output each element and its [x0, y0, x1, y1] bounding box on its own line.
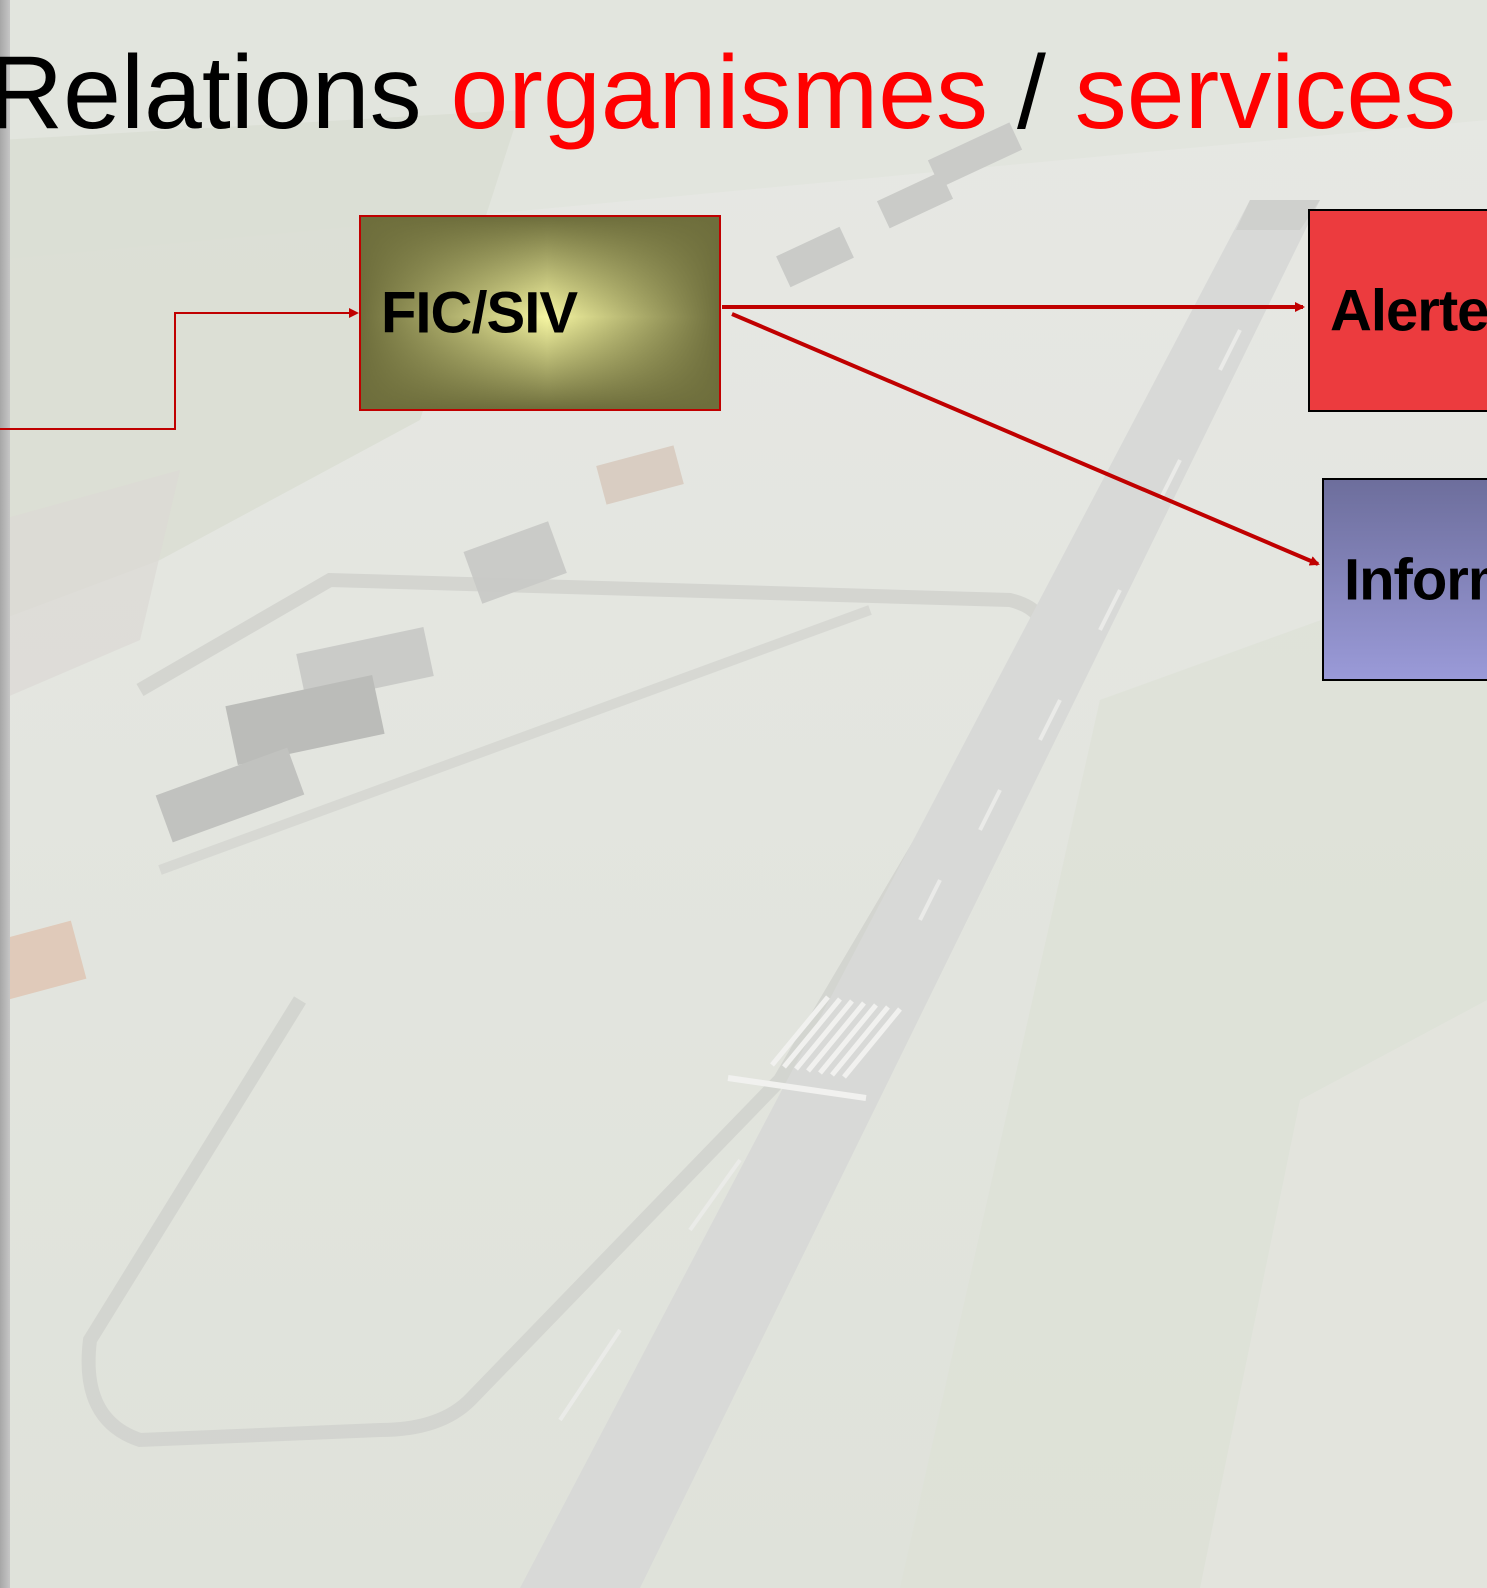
- page-title: Relations organismes / services: [0, 34, 1456, 154]
- fic-siv-label: FIC/SIV: [381, 280, 578, 346]
- title-organismes: organismes: [450, 35, 989, 151]
- incoming-connector-arrow: [0, 308, 359, 430]
- information-box: Information: [1322, 478, 1487, 681]
- fic-siv-box: FIC/SIV: [359, 215, 721, 411]
- alerte-box: Alerte: [1308, 209, 1487, 412]
- title-relations: Relations: [0, 35, 451, 151]
- left-edge-band: [0, 0, 10, 1588]
- title-separator: /: [988, 35, 1075, 151]
- alerte-label: Alerte: [1330, 278, 1487, 343]
- title-services: services: [1074, 35, 1457, 151]
- arrow-fic-to-information: [731, 312, 1320, 566]
- information-label: Information: [1344, 547, 1487, 612]
